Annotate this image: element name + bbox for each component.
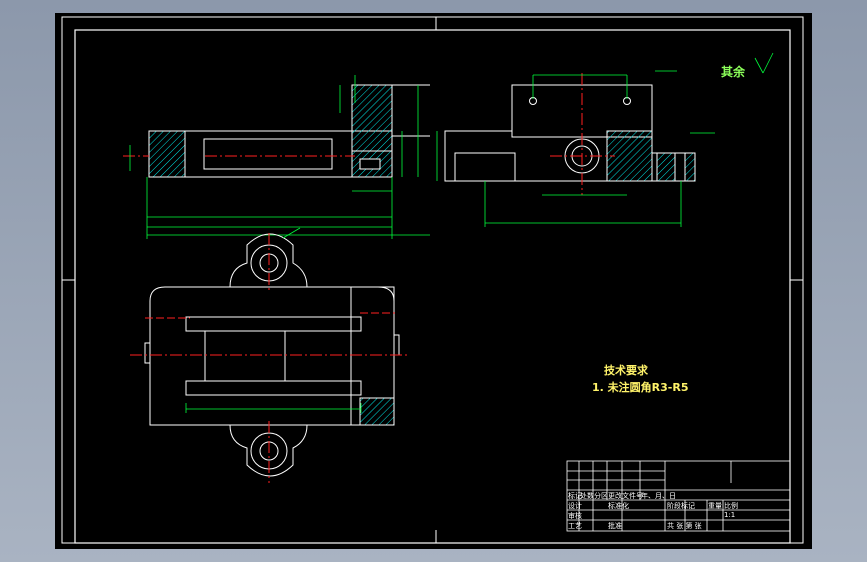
tb-scale: 比例 (724, 502, 738, 510)
front-view-dims (129, 75, 430, 239)
drawing-border (74, 29, 791, 544)
front-view (123, 84, 430, 178)
technical-requirement-item: 1. 未注圆角R3-R5 (592, 381, 689, 394)
top-view (130, 233, 410, 483)
outer-frame (61, 16, 804, 544)
tb-sheets: 共 张 第 张 (667, 522, 702, 530)
tb-stage: 阶段标记 (667, 502, 695, 510)
top-view-dims (185, 227, 362, 413)
tb-change: 更改文件号 (608, 492, 643, 500)
technical-requirements-title: 技术要求 (604, 364, 648, 377)
roughness-note: 其余 (721, 65, 746, 79)
tb-date: 年、月、日 (641, 492, 676, 500)
tb-count: 处数 (580, 492, 594, 500)
side-view (444, 73, 696, 195)
tb-review: 审核 (568, 512, 582, 520)
tb-design: 设计 (568, 502, 582, 510)
tb-zone: 分区 (594, 492, 608, 500)
tb-standard: 标准化 (608, 502, 629, 510)
tb-process: 工艺 (568, 522, 582, 530)
engineering-drawing (61, 16, 804, 544)
tb-scale-value: 1:1 (724, 511, 736, 519)
tb-mark: 标记 (568, 492, 582, 500)
tb-approve: 批准 (608, 522, 622, 530)
title-block (566, 460, 791, 532)
side-view-dims (436, 52, 774, 227)
tb-weight: 重量 (708, 502, 722, 510)
cad-viewport[interactable]: 其余 技术要求 1. 未注圆角R3-R5 标记 处数 分区 更改文件号 年、月、… (55, 13, 812, 549)
